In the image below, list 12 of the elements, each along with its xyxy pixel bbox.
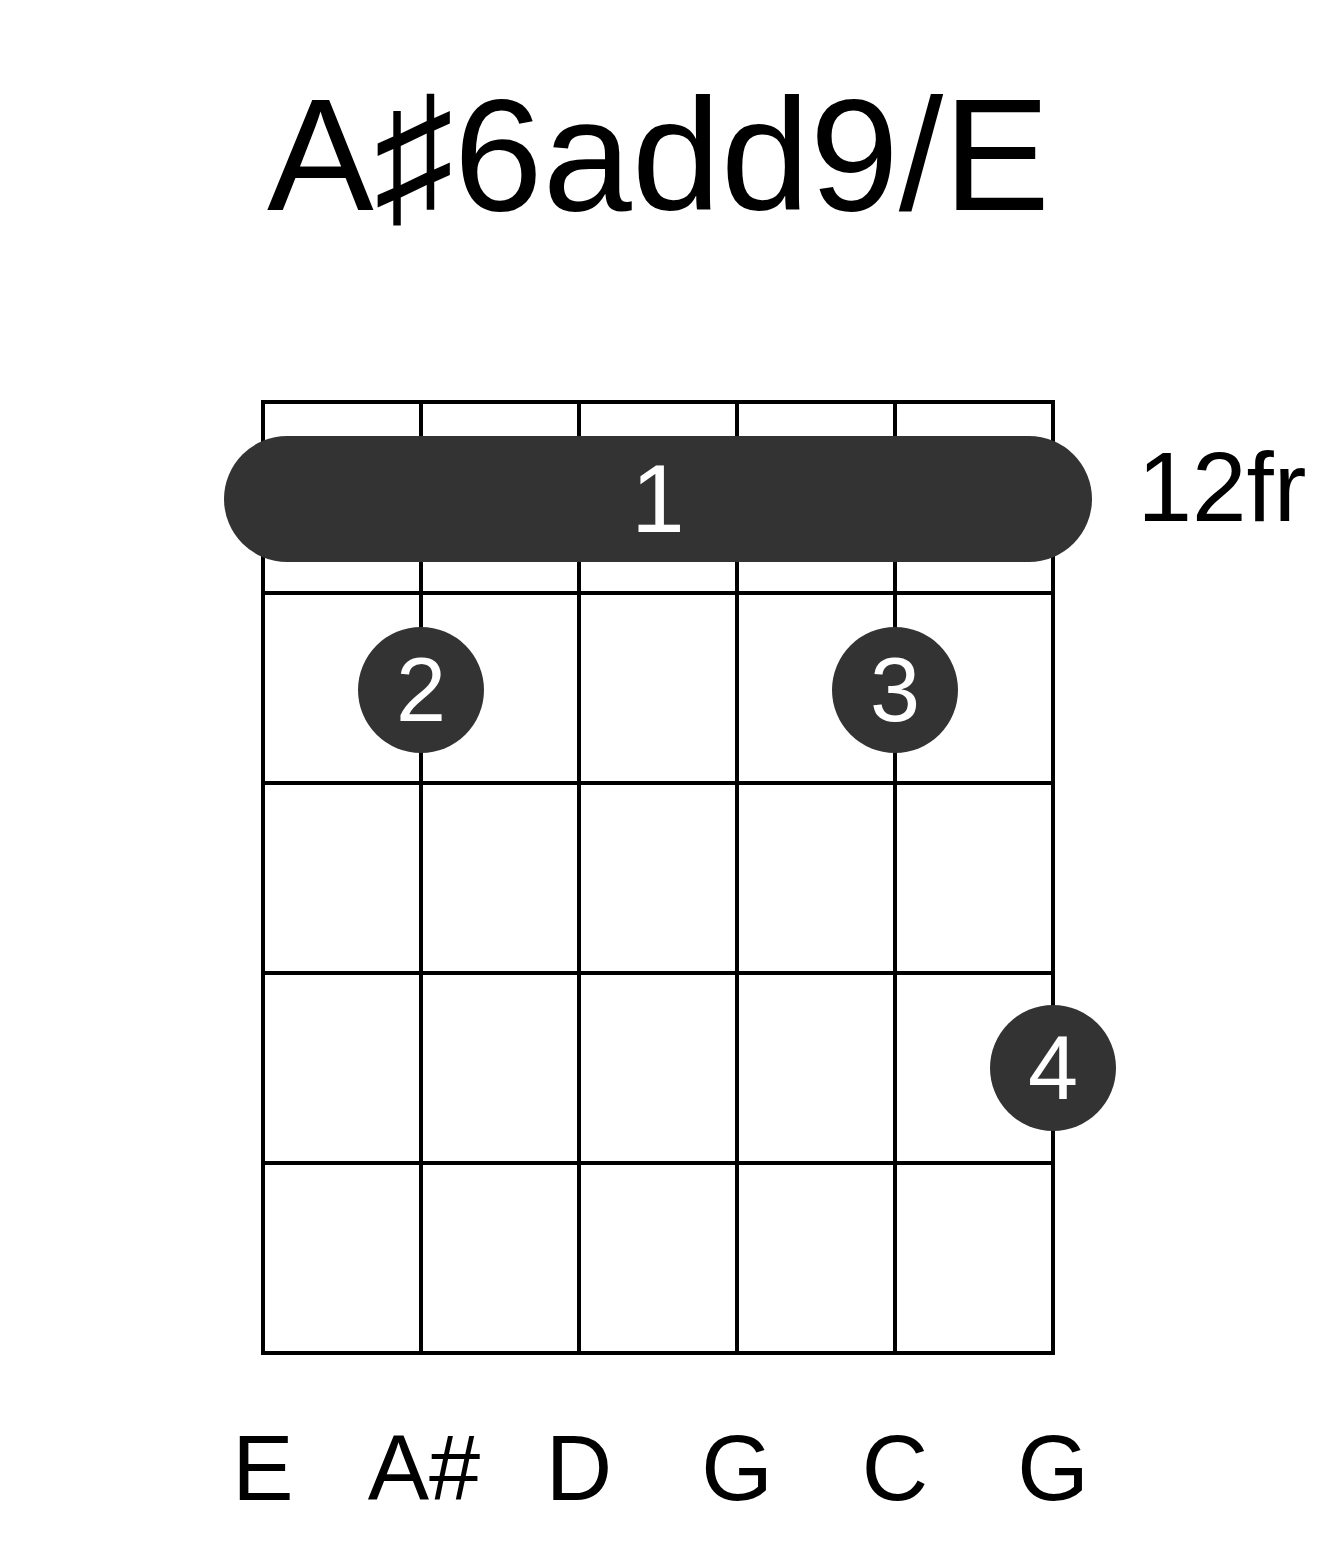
chord-title: A♯6add9/E [267, 65, 1050, 244]
finger-number: 4 [1027, 1023, 1079, 1113]
finger-number: 3 [869, 645, 921, 735]
fret-position-label: 12fr [1137, 432, 1307, 542]
finger-number: 1 [631, 451, 685, 547]
string-note-label: C [861, 1417, 929, 1519]
string-note-label: D [545, 1417, 613, 1519]
string-note-label: G [701, 1417, 773, 1519]
string-note-label: G [1017, 1417, 1089, 1519]
string-note-label: A# [367, 1417, 481, 1519]
string-note-label: E [232, 1417, 294, 1519]
finger-number: 2 [395, 645, 447, 735]
